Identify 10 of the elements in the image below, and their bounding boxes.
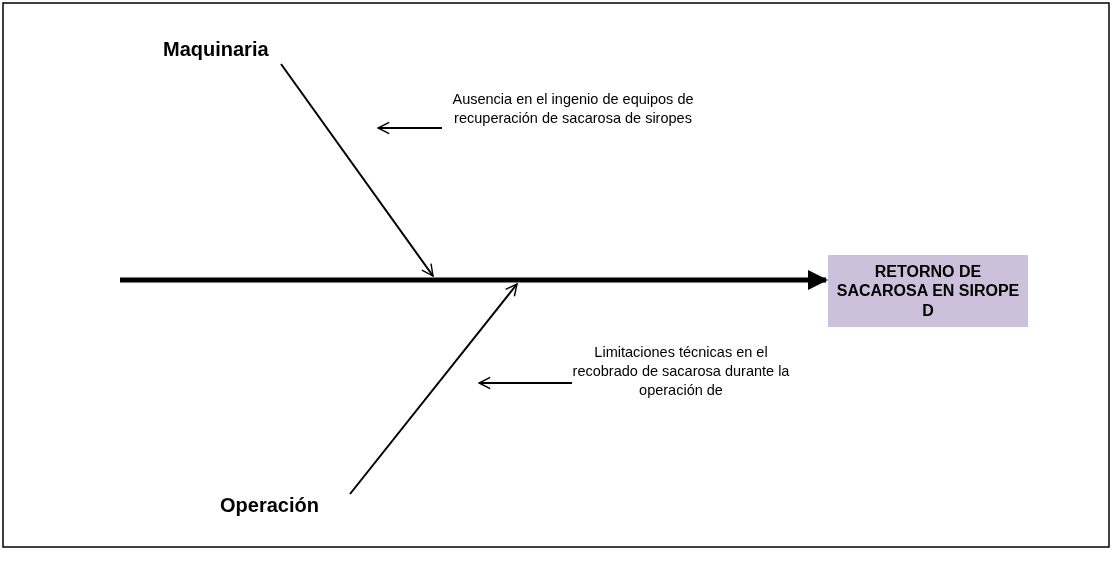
category-label: Operación — [220, 494, 320, 517]
category-label: Maquinaria — [163, 38, 270, 61]
arrow — [280, 63, 434, 277]
cause-text: Limitaciones técnicas en el recobrado de sacarosa durante la operación de — [572, 343, 790, 400]
arrow — [377, 121, 443, 135]
arrow — [349, 283, 518, 495]
arrow — [478, 376, 573, 390]
arrow — [120, 270, 828, 290]
cause-text: Ausencia en el ingenio de equipos de recuperación de sacarosa de siropes — [451, 90, 695, 128]
effect-box: RETORNO DE SACAROSA EN SIROPE D — [828, 255, 1028, 327]
